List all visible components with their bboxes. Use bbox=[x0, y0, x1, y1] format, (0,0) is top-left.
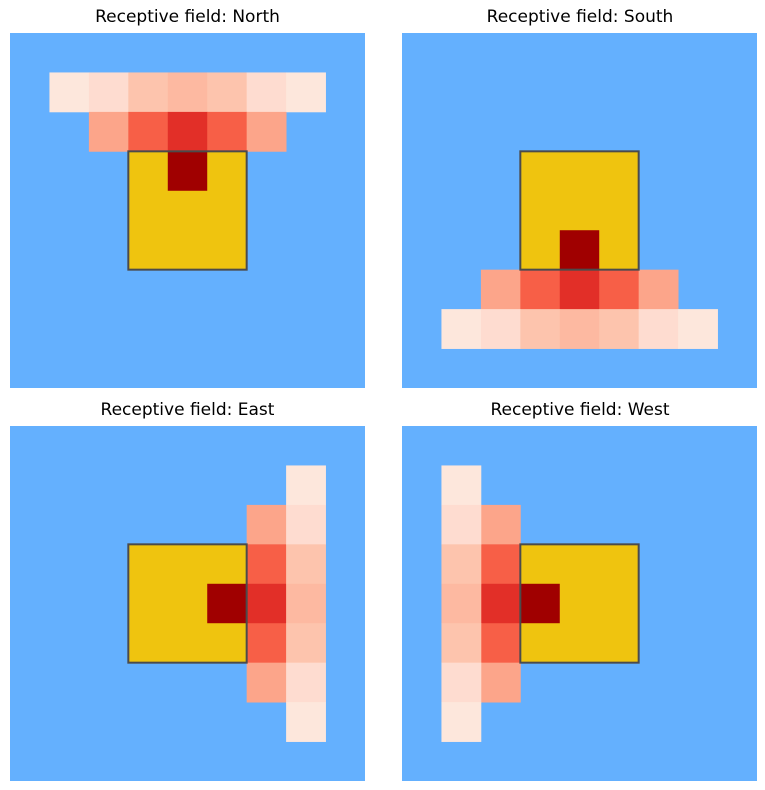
field-cell bbox=[599, 309, 640, 349]
field-cell bbox=[207, 111, 248, 152]
field-cell bbox=[246, 583, 287, 624]
field-cell bbox=[678, 309, 718, 349]
field-cell bbox=[480, 504, 521, 545]
field-cell bbox=[88, 72, 129, 113]
field-cell bbox=[559, 309, 600, 349]
field-cell bbox=[638, 309, 679, 349]
center-cell bbox=[207, 583, 247, 624]
heatmap-north bbox=[10, 33, 365, 388]
field-cell bbox=[480, 662, 521, 703]
field-cell bbox=[246, 72, 287, 113]
panel-north: Receptive field: North bbox=[10, 0, 365, 390]
heatmap-west bbox=[402, 426, 757, 781]
field-cell bbox=[480, 583, 521, 624]
field-cell bbox=[441, 583, 482, 624]
block-outline bbox=[519, 543, 640, 664]
panel-title-west: Receptive field: West bbox=[490, 400, 670, 420]
block-outline bbox=[519, 150, 640, 271]
panel-title-east: Receptive field: East bbox=[100, 400, 275, 420]
field-cell bbox=[286, 662, 326, 703]
field-cell bbox=[49, 72, 90, 113]
field-cell bbox=[441, 309, 482, 349]
block-outline bbox=[127, 543, 248, 664]
center-cell bbox=[559, 230, 600, 270]
panel-title-north: Receptive field: North bbox=[95, 7, 280, 27]
center-cell bbox=[167, 151, 208, 191]
heatmap-south bbox=[402, 33, 757, 388]
field-cell bbox=[128, 111, 169, 152]
field-cell bbox=[480, 623, 521, 664]
field-cell bbox=[286, 702, 326, 742]
field-cell bbox=[286, 544, 326, 585]
field-cell bbox=[441, 504, 482, 545]
field-cell bbox=[128, 72, 169, 113]
field-cell bbox=[520, 269, 561, 310]
field-cell bbox=[480, 309, 521, 349]
field-cell bbox=[480, 269, 521, 310]
field-cell bbox=[286, 583, 326, 624]
center-cell bbox=[520, 583, 560, 624]
block-outline bbox=[127, 150, 248, 271]
field-cell bbox=[559, 269, 600, 310]
field-cell bbox=[441, 662, 482, 703]
field-cell bbox=[167, 72, 208, 113]
field-cell bbox=[286, 465, 326, 506]
field-cell bbox=[207, 72, 248, 113]
panel-title-south: Receptive field: South bbox=[486, 7, 674, 27]
field-cell bbox=[246, 662, 287, 703]
field-cell bbox=[441, 544, 482, 585]
field-cell bbox=[286, 504, 326, 545]
field-cell bbox=[88, 111, 129, 152]
field-cell bbox=[286, 623, 326, 664]
field-cell bbox=[246, 111, 287, 152]
field-cell bbox=[246, 504, 287, 545]
field-cell bbox=[441, 623, 482, 664]
field-cell bbox=[441, 702, 482, 742]
field-cell bbox=[638, 269, 679, 310]
field-cell bbox=[246, 623, 287, 664]
field-cell bbox=[480, 544, 521, 585]
field-cell bbox=[246, 544, 287, 585]
field-cell bbox=[520, 309, 561, 349]
field-cell bbox=[441, 465, 482, 506]
field-cell bbox=[286, 72, 326, 113]
panel-east: Receptive field: East bbox=[10, 392, 365, 782]
heatmap-east bbox=[10, 426, 365, 781]
panel-west: Receptive field: West bbox=[402, 392, 758, 782]
panel-south: Receptive field: South bbox=[402, 0, 758, 390]
field-cell bbox=[167, 111, 208, 152]
field-cell bbox=[599, 269, 640, 310]
